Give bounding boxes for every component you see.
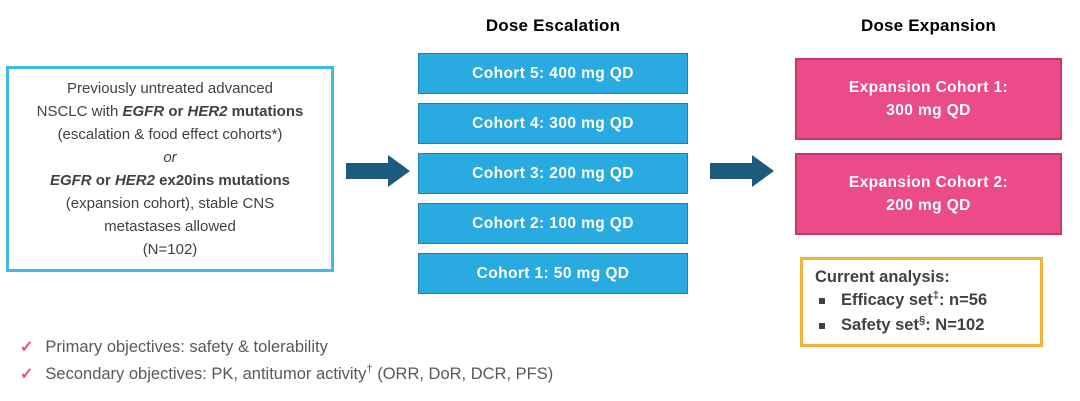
- escalation-cohort-box-1: Cohort 1: 50 mg QD: [418, 253, 688, 294]
- escalation-cohort-box-2: Cohort 2: 100 mg QD: [418, 203, 688, 244]
- current-analysis-title: Current analysis:: [815, 268, 950, 286]
- analysis-item-safety: Safety set§: N=102: [815, 313, 1032, 338]
- expansion-cohort-label: Expansion Cohort 2:: [848, 174, 1009, 191]
- dose-expansion-heading: Dose Expansion: [860, 16, 997, 35]
- expansion-cohort-label: Expansion Cohort 1:: [848, 79, 1009, 96]
- checkmark-icon: ✓: [20, 339, 34, 356]
- eligibility-line: (N=102): [142, 241, 198, 258]
- expansion-cohort-dose: 200 mg QD: [886, 197, 971, 214]
- checkmark-icon: ✓: [20, 366, 34, 383]
- escalation-cohort-box-4: Cohort 4: 300 mg QD: [418, 103, 688, 144]
- eligibility-line: (expansion cohort), stable CNS: [65, 195, 275, 212]
- objectives-list: ✓ Primary objectives: safety & tolerabil…: [20, 334, 553, 388]
- eligibility-line: (escalation & food effect cohorts*): [57, 126, 283, 143]
- right-arrow-icon: [710, 155, 774, 187]
- dose-escalation-heading: Dose Escalation: [485, 16, 621, 35]
- eligibility-line: Previously untreated advanced: [67, 80, 273, 97]
- expansion-cohort-box-1: Expansion Cohort 1: 300 mg QD: [795, 58, 1062, 140]
- escalation-cohort-box-5: Cohort 5: 400 mg QD: [418, 53, 688, 94]
- eligibility-line: NSCLC with EGFR or HER2 mutations: [36, 103, 304, 120]
- right-arrow-icon: [346, 155, 410, 187]
- eligibility-line: EGFR or HER2 ex20ins mutations: [49, 172, 291, 189]
- analysis-item-efficacy: Efficacy set‡: n=56: [815, 288, 1032, 313]
- escalation-cohort-box-3: Cohort 3: 200 mg QD: [418, 153, 688, 194]
- square-bullet-icon: [819, 297, 825, 304]
- expansion-cohort-dose: 300 mg QD: [886, 102, 971, 119]
- eligibility-criteria-box: Previously untreated advanced NSCLC with…: [6, 66, 334, 272]
- current-analysis-box: Current analysis: Efficacy set‡: n=56 Sa…: [800, 257, 1043, 347]
- eligibility-line: or: [163, 149, 177, 166]
- eligibility-line: metastases allowed: [104, 218, 236, 235]
- escalation-cohort-stack: Cohort 5: 400 mg QD Cohort 4: 300 mg QD …: [418, 53, 688, 294]
- objective-secondary: ✓ Secondary objectives: PK, antitumor ac…: [20, 361, 553, 388]
- objective-primary: ✓ Primary objectives: safety & tolerabil…: [20, 334, 553, 361]
- expansion-cohort-box-2: Expansion Cohort 2: 200 mg QD: [795, 153, 1062, 235]
- square-bullet-icon: [819, 322, 825, 329]
